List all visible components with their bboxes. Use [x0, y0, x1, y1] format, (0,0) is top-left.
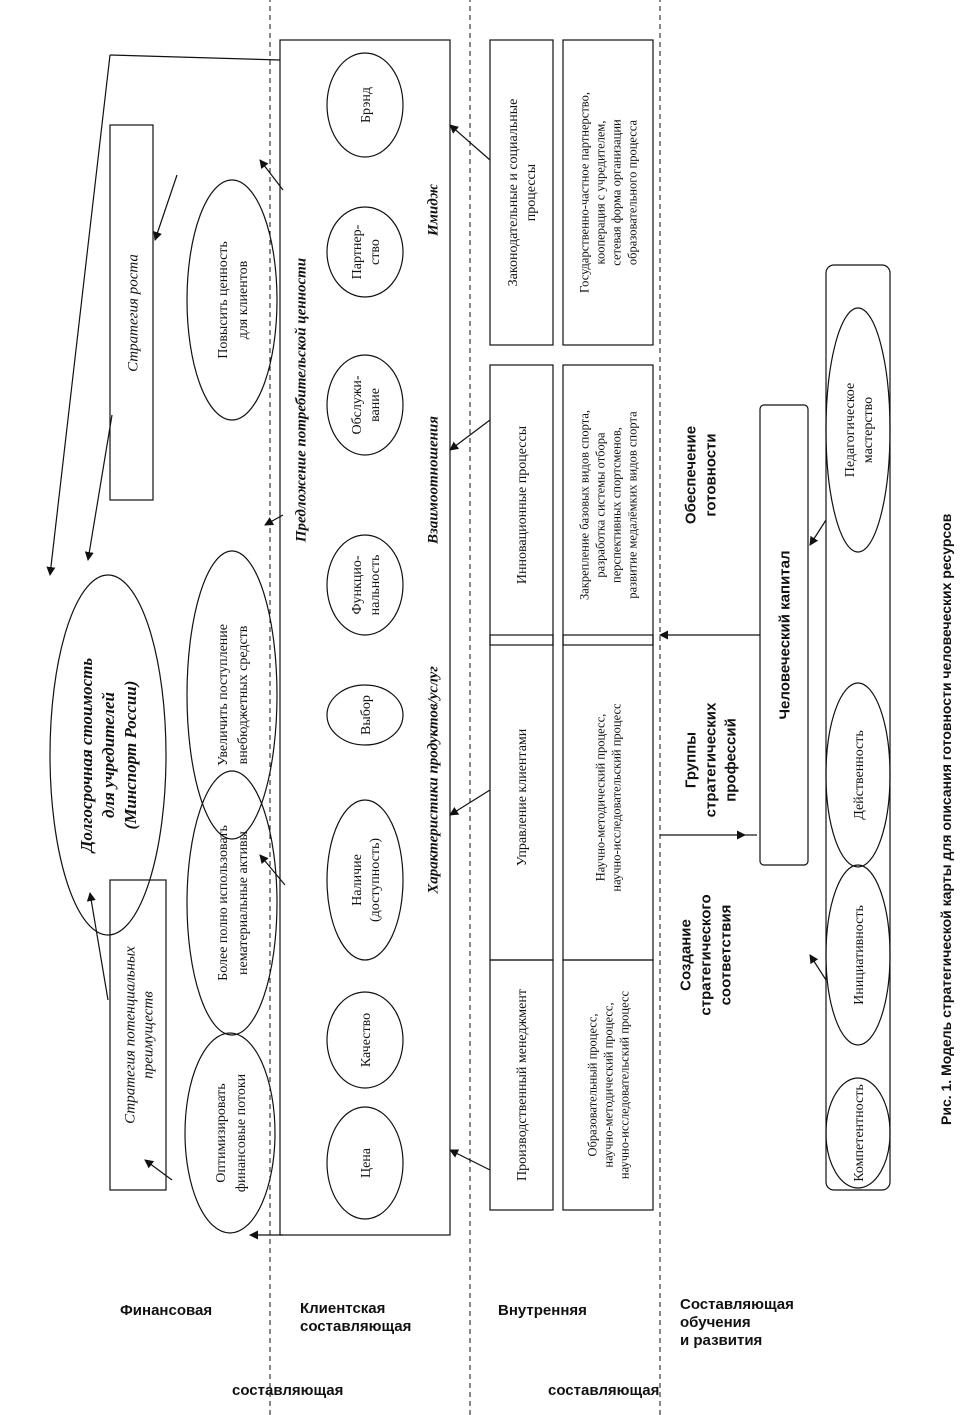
value-item-2	[326, 991, 404, 1089]
quality-label-1: Компетентность	[852, 1084, 867, 1181]
value-proposition-title: Предложение потребительской ценности	[293, 258, 309, 543]
arrow-process-2	[449, 789, 491, 816]
value-item-5	[326, 534, 404, 636]
value-item-label-2: Качество	[359, 1013, 374, 1067]
long-term-value-node	[49, 574, 167, 936]
process-title-box-4	[489, 39, 554, 346]
perspective-label-internal-line2: составляющая	[548, 1382, 660, 1399]
arrow-process-1	[449, 1149, 491, 1171]
perspective-label-internal: Внутренняя	[498, 1302, 587, 1319]
value-item-label-6: Обслужи-вание	[350, 375, 383, 434]
arrow-right-strategy-to-top	[84, 414, 113, 561]
value-item-label-8: Брэнд	[359, 87, 374, 123]
strategy-growth-box	[109, 124, 154, 501]
group-label-products: Характеристики продуктов/услуг	[425, 666, 441, 895]
value-item-label-1: Цена	[359, 1147, 374, 1178]
quality-2	[825, 864, 891, 1046]
arrow-goal-to-left-strategy	[144, 1159, 173, 1181]
process-detail-3: Закрепление базовых видов спорта,разрабо…	[577, 410, 639, 600]
arrow-qualities-to-capital-left	[809, 954, 827, 981]
quality-3	[825, 682, 891, 868]
arrow-process-3	[449, 419, 491, 451]
quality-label-3: Действенность	[852, 730, 867, 820]
financial-goal-3	[186, 550, 278, 840]
strategy-advantages-box	[109, 879, 167, 1191]
arrow-qualities-to-capital-right	[809, 519, 827, 546]
financial-goal-4	[186, 179, 278, 421]
quality-4	[825, 307, 891, 553]
value-proposition-box	[279, 39, 451, 1236]
arrow-process-4	[449, 124, 491, 161]
perspective-label-financial-line2: составляющая	[232, 1382, 344, 1399]
feedback-arrow-to-top	[46, 54, 111, 576]
qualities-container	[825, 264, 891, 1191]
process-title-box-2	[489, 634, 554, 961]
financial-goal-1	[184, 1032, 276, 1234]
arrow-client-to-goal-4	[259, 159, 284, 191]
group-label-relations: Взаимоотношения	[425, 416, 441, 545]
arrow-client-to-goal-2	[259, 854, 286, 886]
value-item-label-7: Партнер-ство	[350, 224, 383, 279]
process-detail-box-3	[562, 364, 654, 646]
value-item-4	[326, 684, 404, 746]
process-title-2: Управление клиентами	[515, 728, 530, 866]
arrow-goal-to-right-strategy	[153, 174, 178, 241]
value-item-label-5: Функцио-нальность	[350, 555, 383, 616]
perspective-label-financial: Финансовая	[120, 1302, 213, 1319]
quality-label-2: Инициативность	[852, 905, 867, 1005]
process-detail-4: Государственно-частное партнерство,коопе…	[577, 92, 639, 293]
process-detail-box-4	[562, 39, 654, 346]
value-item-6	[326, 354, 404, 456]
feedback-line-right	[109, 54, 281, 61]
process-detail-box-2	[562, 634, 654, 961]
group-label-image: Имидж	[425, 184, 441, 237]
perspective-label-learning: Составляющая обучения и развития	[680, 1296, 794, 1349]
arrow-left-strategy-to-top	[86, 892, 109, 1001]
value-item-label-3: Наличие(доступность)	[350, 838, 383, 922]
process-title-box-3	[489, 364, 554, 646]
value-item-7	[326, 206, 404, 298]
financial-goal-2	[186, 770, 278, 1036]
value-item-8	[326, 52, 404, 158]
human-capital-label: Человеческий капитал	[776, 550, 793, 719]
process-title-3: Инновационные процессы	[515, 425, 530, 584]
perspective-label-client: Клиентская составляющая	[300, 1300, 412, 1335]
process-title-1: Производственный менеджмент	[515, 989, 530, 1181]
process-detail-1: Образовательный процесс,научно-методичес…	[585, 990, 631, 1179]
value-item-3	[326, 799, 404, 961]
arrow-client-to-goal-3	[264, 514, 284, 526]
figure-caption: Рис. 1. Модель стратегической карты для …	[938, 513, 954, 1125]
value-item-1	[326, 1106, 404, 1220]
value-item-label-4: Выбор	[359, 695, 374, 735]
strategy-growth-label: Стратегия роста	[125, 254, 141, 372]
process-detail-2: Научно-методический процесс,научно-иссле…	[593, 703, 623, 892]
quality-1	[825, 1077, 891, 1189]
